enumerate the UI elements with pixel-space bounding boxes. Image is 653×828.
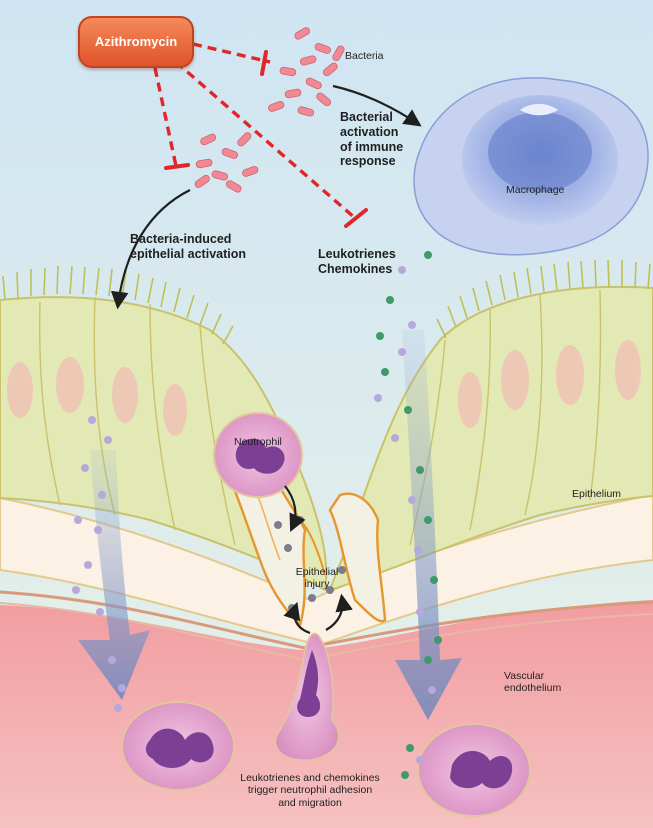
- arrow-injury-loop-right: [325, 593, 353, 631]
- blood-neutrophil-left: [121, 701, 235, 791]
- tissue-neutrophil: [213, 412, 303, 498]
- cilia-right: [436, 259, 651, 339]
- epithelial-injury-line-1: Epithelial: [295, 566, 339, 578]
- blood-neutrophil-right: [417, 723, 531, 817]
- trigger-caption-line-3: and migration: [278, 796, 342, 809]
- bacterial-activation-line-4: response: [340, 154, 396, 169]
- bacterial-activation-line-2: activation: [340, 124, 399, 139]
- bacteria-cluster-mid: [194, 132, 259, 193]
- bacteria-cluster-top: [268, 27, 345, 117]
- bacterial-activation-label: Bacterial activation of immune response: [340, 110, 403, 169]
- arrow-injury-loop-left: [283, 601, 311, 635]
- vascular-endothelium-label: Vascular endothelium: [504, 670, 561, 695]
- macrophage-label: Macrophage: [506, 184, 565, 196]
- epithelial-cell-walls-right: [409, 289, 602, 546]
- chemokine-spheres: [72, 251, 442, 779]
- bacteria-label: Bacteria: [345, 50, 384, 62]
- inhibitor-bar-icons: [164, 50, 368, 228]
- macrophage-cell: [413, 77, 649, 256]
- trigger-caption-line-1: Leukotrienes and chemokines: [240, 772, 380, 784]
- trigger-caption: Leukotrienes and chemokines trigger neut…: [215, 772, 405, 809]
- vascular-endothelium-line-1: Vascular: [504, 670, 545, 682]
- epithelial-injury-label: Epithelial injury: [282, 566, 352, 591]
- epithelial-injury-line-2: injury: [304, 578, 330, 591]
- neutrophil-label: Neutrophil: [234, 436, 282, 448]
- bacteria-induced-line-2: epithelial activation: [130, 246, 247, 261]
- bacteria-induced-label: Bacteria-induced epithelial activation: [130, 232, 246, 262]
- mediators-line-1: Leukotrienes: [318, 247, 396, 261]
- trigger-caption-line-2: trigger neutrophil adhesion: [247, 784, 373, 797]
- arrow-bacteria-to-macrophage: [332, 84, 422, 127]
- migrating-neutrophil: [274, 632, 340, 761]
- epithelial-cell-walls-left: [38, 296, 236, 546]
- arrow-bacteria-to-epithelium: [110, 189, 191, 310]
- mediators-label: Leukotrienes Chemokines: [318, 247, 396, 277]
- epithelial-nuclei-right: [458, 340, 641, 428]
- inhibition-lines: [153, 42, 357, 220]
- azithromycin-label: Azithromycin: [94, 34, 178, 49]
- bacterial-activation-line-3: of immune: [340, 139, 404, 154]
- epithelium-label: Epithelium: [572, 488, 622, 500]
- migration-arrow-right: [395, 330, 462, 720]
- mediators-line-2: Chemokines: [318, 261, 393, 276]
- arrow-neutrophil-to-injury: [284, 485, 306, 532]
- bacteria-induced-line-1: Bacteria-induced: [130, 232, 232, 246]
- vascular-endothelium-line-2: endothelium: [504, 682, 562, 695]
- cilia-left: [2, 265, 234, 345]
- bacterial-activation-line-1: Bacterial: [340, 110, 393, 124]
- migration-arrow-left: [78, 450, 150, 700]
- epithelial-nuclei-left: [7, 357, 187, 436]
- basement-membrane: [0, 493, 653, 647]
- azithromycin-pill: Azithromycin: [78, 16, 194, 68]
